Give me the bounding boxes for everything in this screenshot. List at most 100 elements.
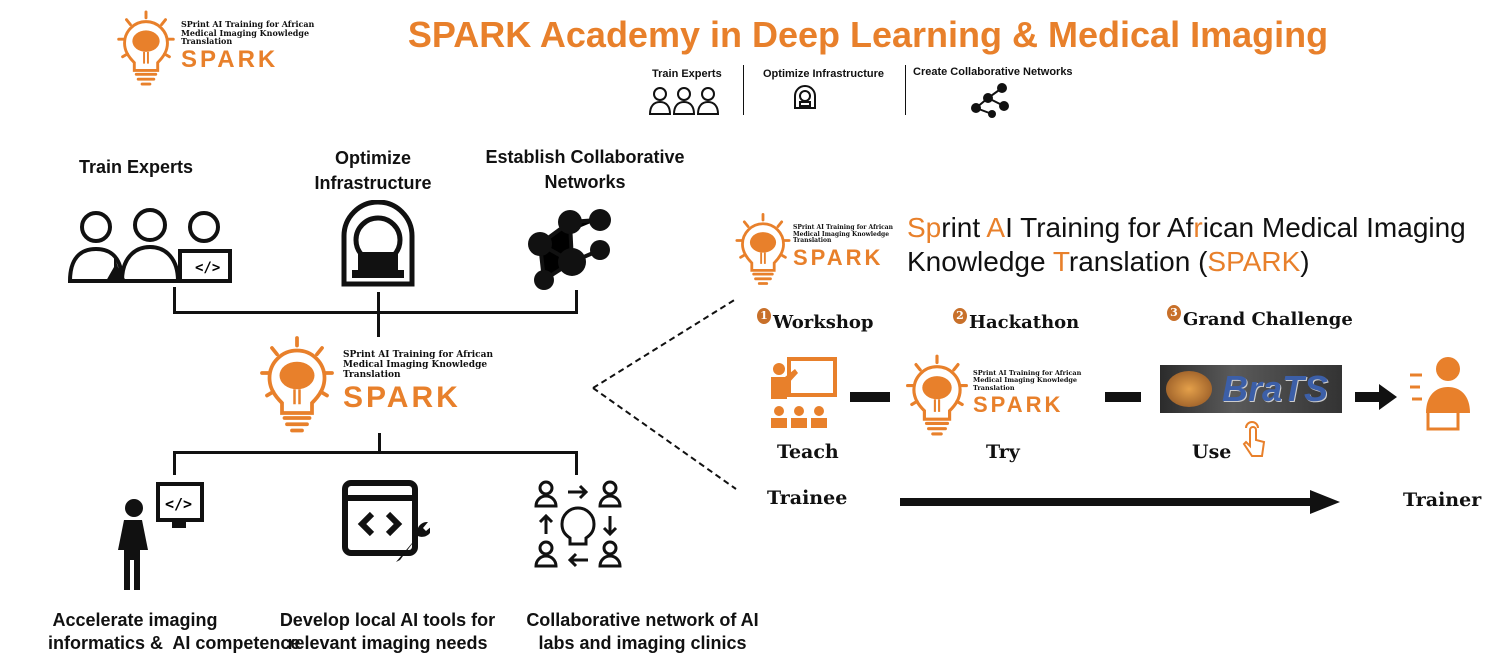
- step-connector: [1105, 392, 1141, 402]
- acronym-letter: Sp: [907, 212, 942, 243]
- trainee-label: Trainee: [767, 487, 848, 509]
- logo-wordmark: SPARK: [343, 380, 461, 414]
- action-teach: Teach: [777, 441, 839, 463]
- goal-collaborative-networks: Establish Collaborative Networks: [485, 147, 685, 192]
- title-text: I Training for Af: [1005, 212, 1194, 243]
- teacher-computer-icon: </>: [118, 482, 204, 590]
- network-icon: [971, 83, 1009, 118]
- brats-banner: BraTS: [1160, 365, 1342, 413]
- outcome-line: relevant imaging needs: [287, 633, 488, 653]
- title-text: ): [1300, 246, 1310, 277]
- trainer-label: Trainer: [1403, 489, 1482, 511]
- connector: [173, 287, 176, 313]
- spark-logo-hackathon: SPrint AI Training for African Medical I…: [903, 352, 1081, 436]
- title-line-1: Sprint AI Training for African Medical I…: [907, 211, 1466, 245]
- brats-logo-text: BraTS: [1221, 368, 1328, 409]
- trainer-icon: [1410, 357, 1470, 431]
- lightbulb-brain-icon: [903, 352, 971, 436]
- logo-wordmark: SPARK: [181, 46, 279, 74]
- outcome-line: labs and imaging clinics: [538, 633, 747, 653]
- pillar-collaborative-networks: Create Collaborative Networks: [913, 66, 1073, 78]
- logo-text: Medical Imaging Knowledge: [973, 376, 1078, 385]
- connector: [377, 292, 380, 312]
- spark-logo-top: SPrint AI Training for African Medical I…: [115, 8, 314, 86]
- logo-wordmark: SPARK: [973, 391, 1064, 417]
- connector: [575, 290, 578, 313]
- svg-text:</>: </>: [195, 260, 220, 276]
- lightbulb-brain-icon: [255, 333, 339, 433]
- acronym-letter: r: [1193, 212, 1203, 243]
- lightbulb-brain-icon: [735, 210, 791, 286]
- title-text: ranslation (: [1068, 246, 1208, 277]
- logo-text: SPrint AI Training for African: [181, 18, 315, 29]
- step-number-badge: 1: [757, 308, 771, 324]
- connector: [378, 433, 381, 453]
- divider: [743, 65, 744, 115]
- logo-text: SPrint AI Training for African: [973, 369, 1082, 378]
- connector: [173, 451, 578, 454]
- svg-text:</>: </>: [165, 495, 192, 513]
- arrow-right-icon: [1355, 384, 1397, 410]
- mri-scanner-icon: [341, 200, 415, 287]
- title-text: Knowledge: [907, 246, 1053, 277]
- acronym-letter: A: [986, 212, 1006, 243]
- logo-text: SPrint AI Training for African: [793, 224, 894, 232]
- goal-optimize-infrastructure: Optimize Infrastructure: [314, 148, 432, 193]
- outcome-line: Develop local AI tools for: [279, 610, 496, 630]
- goal-train-experts: Train Experts: [78, 157, 194, 177]
- outcome-line: informatics & AI competence: [48, 633, 301, 653]
- logo-text: Medical Imaging Knowledge: [793, 230, 890, 238]
- zoom-dashed-lines: [592, 298, 737, 490]
- outcome-label: Develop local AI tools for relevant imagi…: [270, 609, 505, 655]
- acronym-letter: T: [1052, 246, 1069, 277]
- step-connector: [850, 392, 890, 402]
- touch-hand-icon: [1242, 421, 1266, 457]
- spark-logo-right: SPrint AI Training for African Medical I…: [735, 210, 893, 286]
- connector: [377, 311, 380, 337]
- pillar-optimize-infrastructure: Optimize Infrastructure: [763, 68, 885, 80]
- title-line-2: Knowledge Translation (SPARK): [907, 245, 1466, 279]
- page-title: SPARK Academy in Deep Learning & Medical…: [407, 14, 1329, 55]
- outcome-line: Accelerate imaging: [52, 610, 218, 630]
- connector: [173, 311, 578, 314]
- collaboration-cycle-icon: [534, 480, 622, 568]
- logo-text: Translation: [343, 369, 401, 380]
- mri-scanner-icon: [794, 85, 816, 109]
- action-use: Use: [1192, 441, 1232, 463]
- connector: [173, 451, 176, 475]
- progress-arrow: [900, 490, 1340, 514]
- brain-image: [1166, 371, 1212, 407]
- spark-logo-center: SPrint AI Training for African Medical I…: [255, 333, 493, 433]
- step-number-badge: 3: [1167, 305, 1181, 321]
- experts-icon: [648, 87, 720, 115]
- step-label: Grand Challenge: [1183, 309, 1353, 330]
- title-text: ican Medical Imaging: [1202, 212, 1466, 243]
- logo-text: SPrint AI Training for African: [343, 350, 494, 361]
- step-number-badge: 2: [953, 308, 967, 324]
- step-label: Hackathon: [969, 312, 1080, 333]
- experts-icon: </>: [67, 208, 232, 283]
- logo-wordmark: SPARK: [793, 244, 884, 270]
- logo-text: Translation: [793, 237, 832, 245]
- spark-full-title: Sprint AI Training for African Medical I…: [907, 211, 1466, 279]
- outcome-label: Collaborative network of AI labs and imag…: [515, 609, 770, 655]
- title-text: rint: [941, 212, 987, 243]
- pillar-train-experts: Train Experts: [652, 68, 722, 80]
- presentation-icon: [771, 357, 837, 428]
- divider: [905, 65, 906, 115]
- logo-text: Medical Imaging Knowledge: [181, 27, 310, 38]
- action-try: Try: [986, 441, 1020, 463]
- connector: [575, 451, 578, 475]
- logo-text: Translation: [181, 36, 233, 47]
- outcome-line: Collaborative network of AI: [526, 610, 759, 630]
- logo-text: Translation: [973, 383, 1015, 392]
- logo-text: Medical Imaging Knowledge: [343, 360, 488, 371]
- step-label: Workshop: [773, 312, 874, 333]
- code-wrench-icon: [342, 480, 430, 562]
- acronym-letter: SPARK: [1207, 246, 1301, 277]
- outcome-label: Accelerate imaging informatics & AI compe…: [20, 609, 301, 655]
- network-icon: [528, 209, 611, 290]
